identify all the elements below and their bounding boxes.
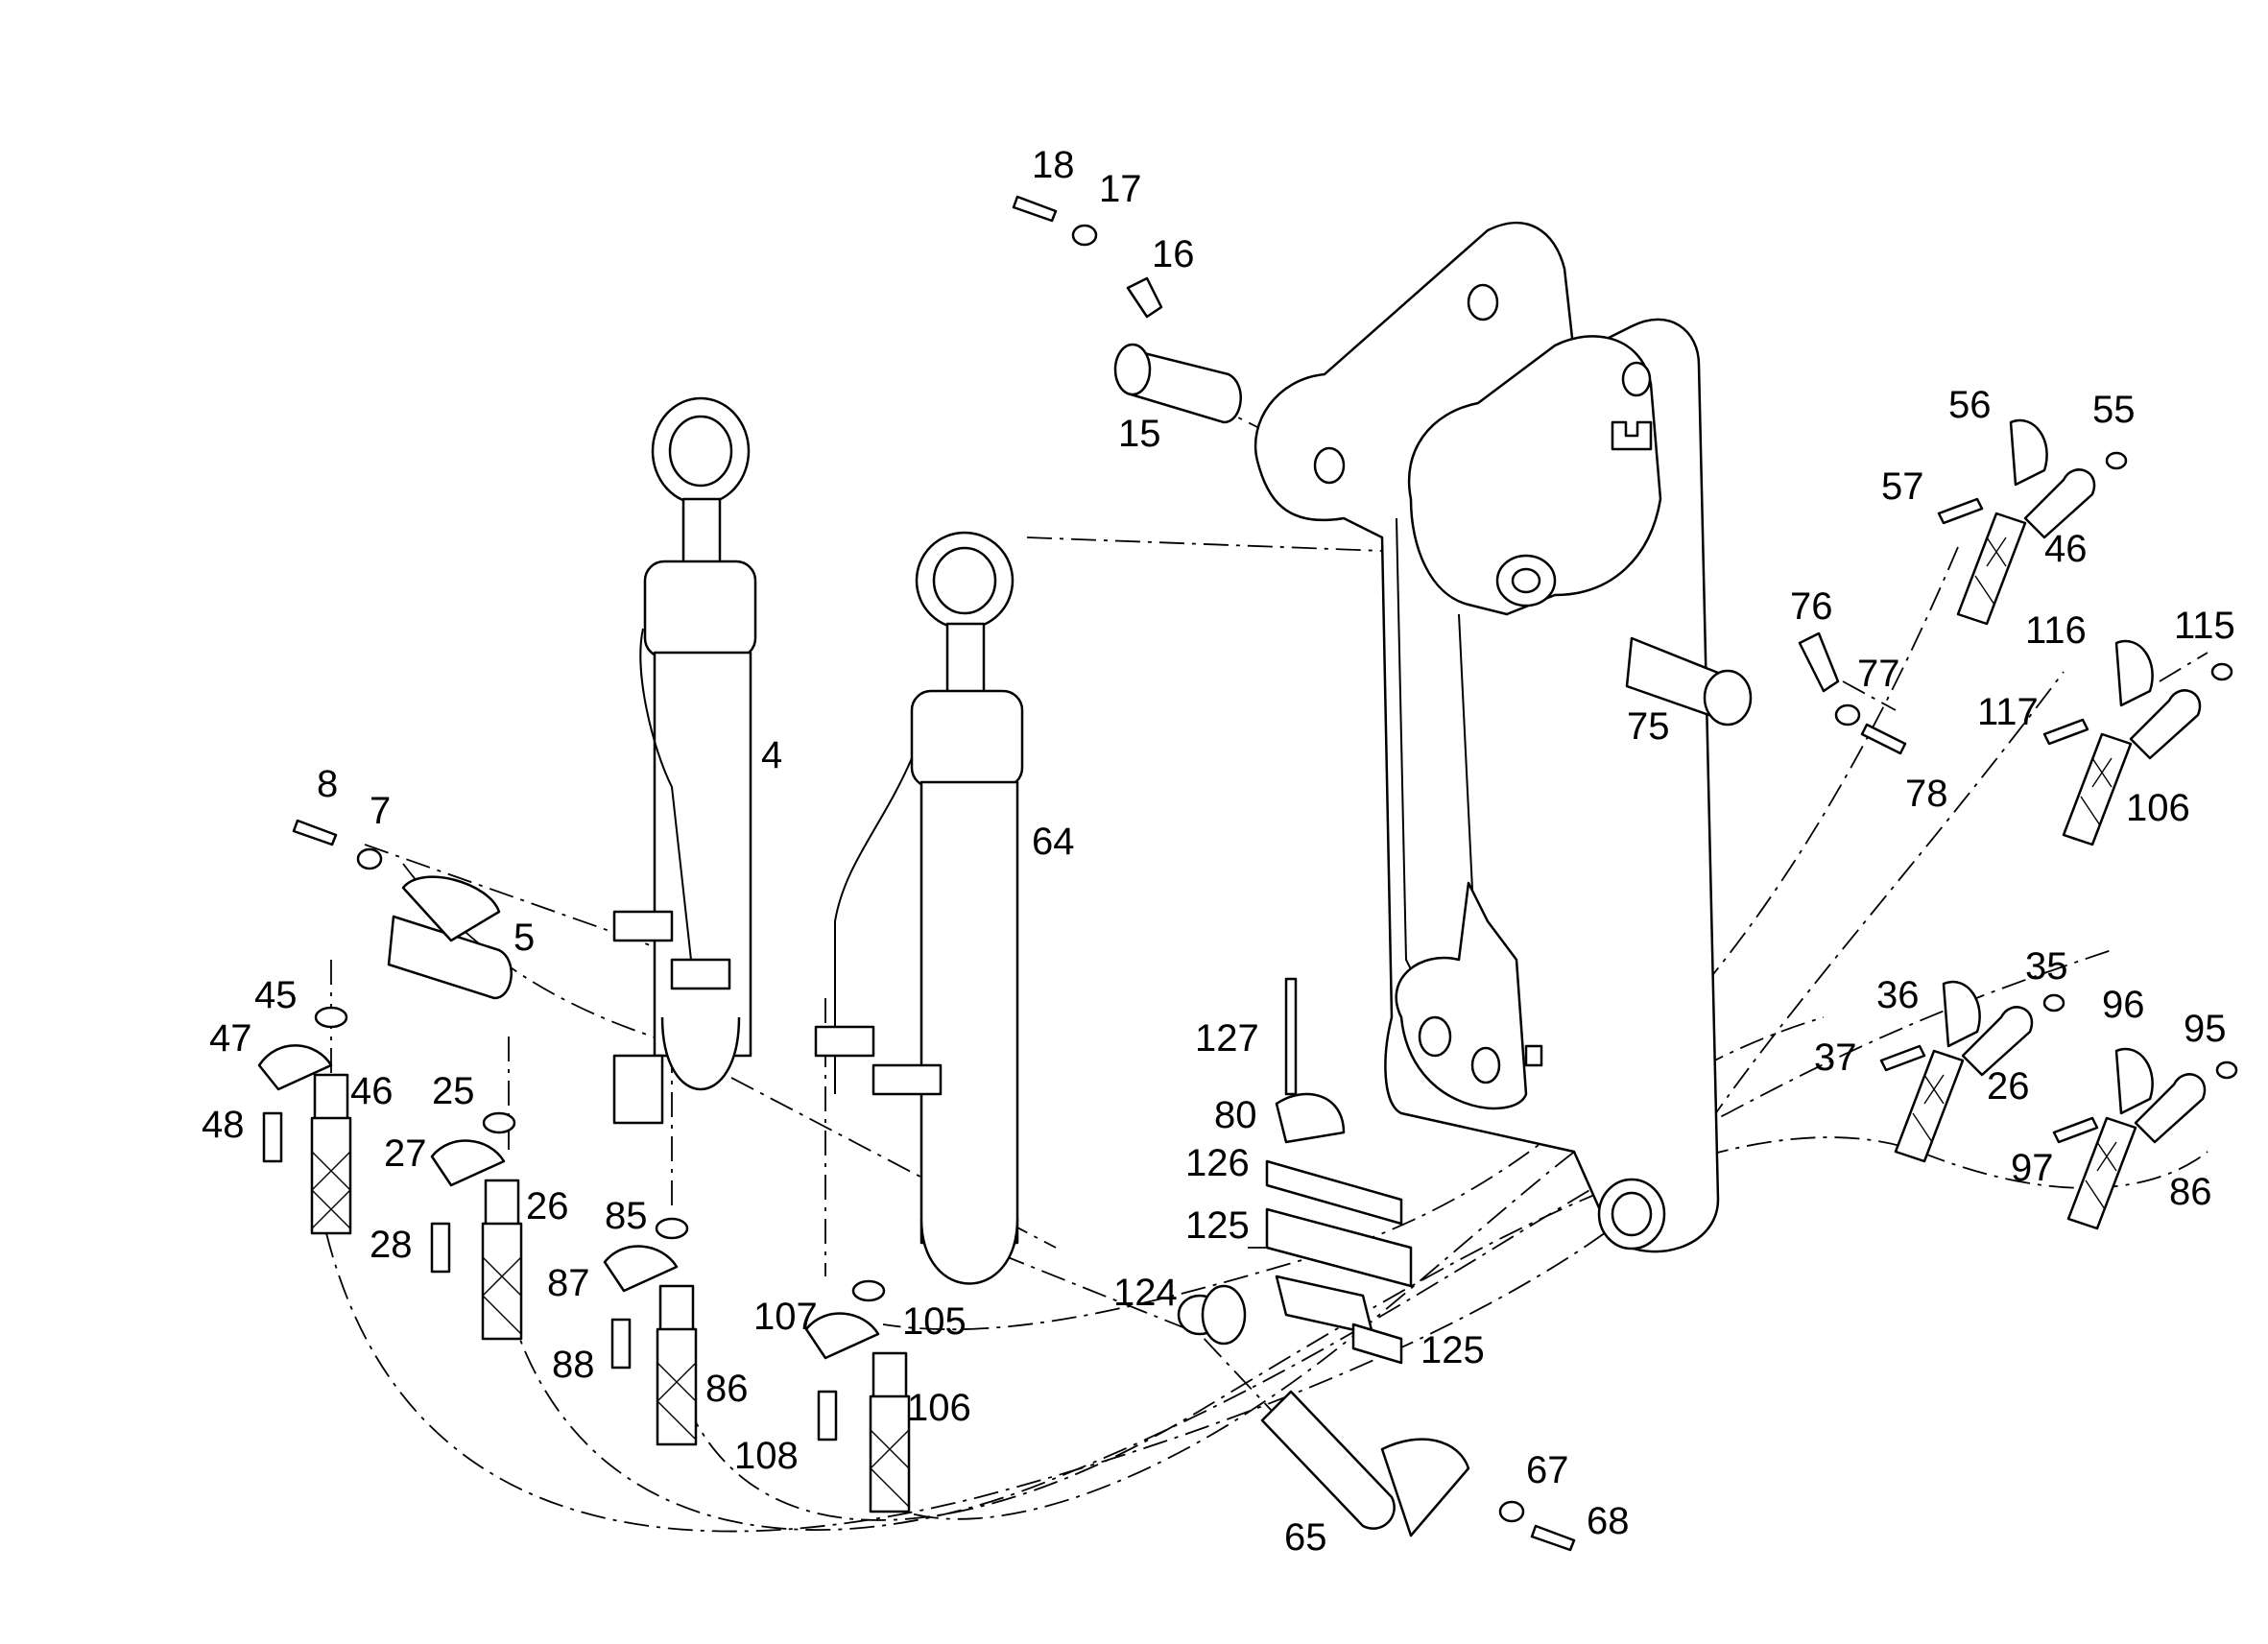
label-26-left: 26 bbox=[526, 1185, 569, 1227]
label-45: 45 bbox=[254, 974, 298, 1016]
label-107: 107 bbox=[753, 1296, 818, 1338]
pin-15-group bbox=[1012, 195, 1242, 424]
cylinder-64 bbox=[814, 531, 1024, 1285]
label-76: 76 bbox=[1790, 585, 1833, 628]
label-16: 16 bbox=[1152, 233, 1195, 275]
label-96: 96 bbox=[2102, 984, 2145, 1026]
label-7: 7 bbox=[370, 790, 391, 832]
label-124: 124 bbox=[1113, 1272, 1178, 1314]
label-125-lower: 125 bbox=[1420, 1329, 1485, 1371]
label-56: 56 bbox=[1948, 384, 1992, 426]
label-127: 127 bbox=[1195, 1017, 1259, 1060]
clamp-group bbox=[1177, 977, 1413, 1365]
label-67: 67 bbox=[1526, 1449, 1569, 1491]
label-126: 126 bbox=[1185, 1142, 1250, 1184]
label-95: 95 bbox=[2184, 1008, 2227, 1050]
label-46-right: 46 bbox=[2044, 528, 2088, 570]
assembly-lines bbox=[325, 402, 2208, 1533]
label-77: 77 bbox=[1857, 653, 1900, 695]
pin-65-group bbox=[1260, 1390, 1576, 1552]
label-116: 116 bbox=[2025, 609, 2087, 652]
label-125-upper: 125 bbox=[1185, 1204, 1250, 1247]
label-108: 108 bbox=[734, 1435, 799, 1477]
label-28: 28 bbox=[370, 1224, 413, 1266]
label-26-right: 26 bbox=[1987, 1065, 2030, 1108]
label-15: 15 bbox=[1118, 413, 1161, 455]
label-4: 4 bbox=[761, 734, 782, 776]
label-36: 36 bbox=[1876, 974, 1920, 1016]
label-57: 57 bbox=[1881, 465, 1924, 508]
label-17: 17 bbox=[1099, 168, 1142, 210]
label-65: 65 bbox=[1284, 1516, 1327, 1559]
hose-fittings-right bbox=[1879, 418, 2238, 1230]
label-97: 97 bbox=[2011, 1147, 2054, 1189]
label-27: 27 bbox=[384, 1132, 427, 1175]
label-25: 25 bbox=[432, 1070, 475, 1112]
label-117: 117 bbox=[1977, 691, 2039, 733]
label-35: 35 bbox=[2025, 945, 2068, 988]
pin-75-group bbox=[1625, 631, 1907, 755]
label-48: 48 bbox=[202, 1104, 245, 1146]
label-86-left: 86 bbox=[705, 1368, 749, 1410]
hose-fittings-lower bbox=[257, 1006, 911, 1513]
label-80: 80 bbox=[1214, 1094, 1257, 1136]
label-115: 115 bbox=[2174, 605, 2235, 647]
label-5: 5 bbox=[513, 917, 535, 959]
label-8: 8 bbox=[317, 763, 338, 805]
label-86-right: 86 bbox=[2169, 1171, 2212, 1213]
label-46-left: 46 bbox=[350, 1070, 394, 1112]
cylinder-4 bbox=[612, 396, 757, 1125]
label-64: 64 bbox=[1032, 821, 1075, 863]
label-75: 75 bbox=[1627, 705, 1670, 748]
label-106-left: 106 bbox=[907, 1387, 971, 1429]
pin-5-group bbox=[292, 819, 513, 1000]
label-105: 105 bbox=[902, 1300, 967, 1343]
part-labels: 4 5 7 8 15 16 17 18 25 26 26 27 28 35 36… bbox=[202, 144, 2235, 1559]
label-87: 87 bbox=[547, 1262, 590, 1304]
label-85: 85 bbox=[605, 1195, 648, 1237]
label-37: 37 bbox=[1814, 1036, 1857, 1079]
label-18: 18 bbox=[1032, 144, 1075, 186]
boom-arm bbox=[1253, 221, 1720, 1253]
label-47: 47 bbox=[209, 1017, 252, 1060]
label-68: 68 bbox=[1587, 1500, 1630, 1542]
label-78: 78 bbox=[1905, 773, 1948, 815]
label-88: 88 bbox=[552, 1344, 595, 1386]
label-106-right: 106 bbox=[2126, 787, 2190, 829]
label-55: 55 bbox=[2092, 389, 2136, 431]
